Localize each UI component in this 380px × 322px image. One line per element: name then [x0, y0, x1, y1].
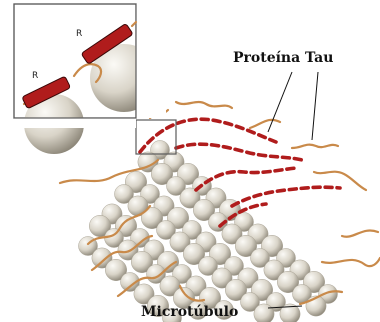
tau-strand — [292, 145, 338, 148]
repeat-label-a: R — [32, 71, 38, 81]
tau-strand — [176, 102, 232, 108]
tau-strand — [342, 230, 378, 236]
tubulin-sphere — [254, 304, 274, 322]
inset-cover — [14, 118, 136, 128]
repeat-label-b: R — [76, 29, 82, 39]
tau-callout-line-2 — [312, 72, 318, 140]
inset-cover — [136, 4, 166, 118]
tau-strand — [322, 258, 380, 266]
inset-panel: R R — [14, 4, 166, 154]
tau-protein-label: Proteína Tau — [233, 50, 333, 66]
microtubule-label: Microtúbulo — [141, 304, 238, 320]
tau-strand — [250, 120, 280, 128]
repeat-segment — [176, 144, 302, 160]
repeat-segment — [232, 187, 340, 206]
